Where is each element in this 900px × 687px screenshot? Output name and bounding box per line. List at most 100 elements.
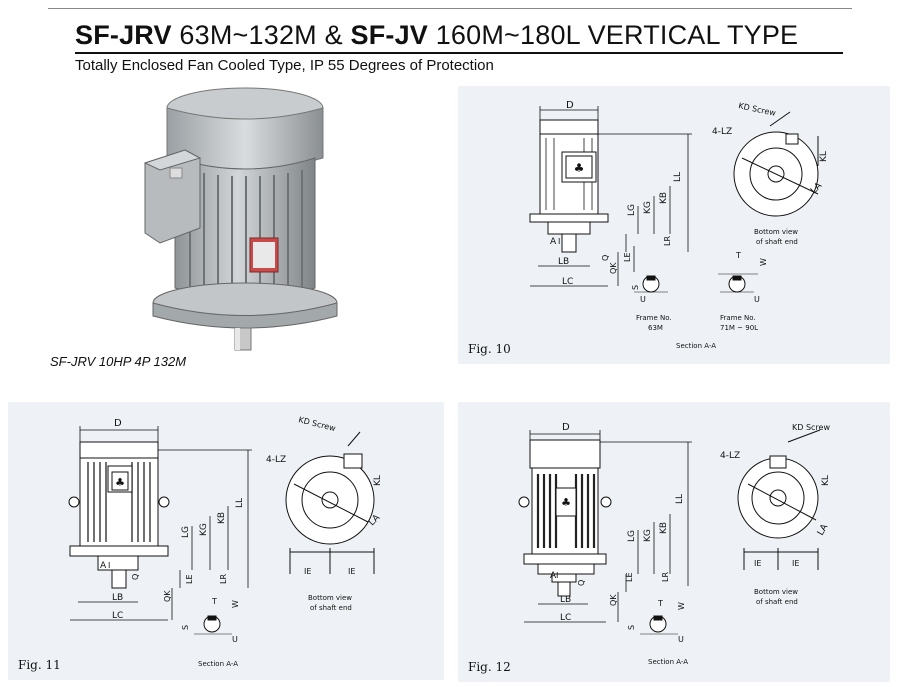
- title-range-1: 63M~132M &: [171, 20, 351, 50]
- fig11-dim-LL: LL: [235, 498, 245, 508]
- fig11-bottom-view: Bottom view: [308, 594, 352, 602]
- fig10-dim-Q: Q: [601, 255, 610, 261]
- fig11-dim-KD: KD Screw: [298, 415, 337, 433]
- fig11-panel: ♣ D LL KB KG LG LR A I Q LE LB LC: [8, 402, 444, 680]
- fig10-dim-U: U: [640, 295, 646, 304]
- fig10-frame-b2: 71M ~ 90L: [720, 324, 758, 332]
- page-subtitle: Totally Enclosed Fan Cooled Type, IP 55 …: [75, 57, 494, 74]
- fig12-dim-I: I: [556, 571, 558, 580]
- fig10-dim-W: W: [759, 258, 768, 266]
- fig12-shaft-end: of shaft end: [756, 598, 798, 606]
- fig11-dim-LC: LC: [112, 611, 123, 621]
- fig12-dim-A: A: [550, 571, 557, 581]
- fig12-dim-S: S: [627, 625, 636, 630]
- fig11-dim-I: I: [108, 561, 110, 570]
- fig10-frame-a2: 63M: [648, 324, 663, 332]
- fig10-shaft-end: of shaft end: [756, 238, 798, 246]
- fig11-shaft-end: of shaft end: [310, 604, 352, 612]
- fig12-dim-KL: KL: [821, 475, 831, 486]
- fig12-section: Section A-A: [648, 658, 688, 666]
- fig10-dim-A: A: [550, 237, 557, 247]
- fig11-dim-LB: LB: [112, 593, 123, 603]
- fig12-dim-KG: KG: [643, 529, 653, 542]
- fig10-dim-T: T: [735, 251, 741, 260]
- fig10-dim-LC: LC: [562, 277, 573, 287]
- fig12-dim-LR: LR: [661, 572, 670, 582]
- fig10-dim-S: S: [631, 285, 640, 290]
- fig12-dim-U: U: [678, 635, 684, 644]
- fig10-dim-QK: QK: [609, 262, 618, 274]
- fig12-dim-LA: LA: [816, 522, 831, 538]
- fig11-dim-LG: LG: [181, 526, 191, 538]
- fig11-dim-W: W: [231, 600, 240, 608]
- title-model-2: SF-JV: [350, 20, 429, 50]
- title-underline: [75, 52, 843, 54]
- fig10-bottom-view: Bottom view: [754, 228, 798, 236]
- fig10-frame-b: Frame No.: [720, 314, 756, 322]
- fig11-section: Section A-A: [198, 660, 238, 668]
- fig12-dim-IE-right: IE: [792, 559, 799, 568]
- fig11-dim-IE-left: IE: [304, 567, 311, 576]
- fig10-dim-D: D: [566, 100, 574, 111]
- fig10-dim-LR: LR: [663, 236, 672, 246]
- fig10-dim-LG: LG: [627, 204, 637, 216]
- fig10-dim-LE: LE: [623, 252, 632, 262]
- fig12-dim-LC: LC: [560, 613, 571, 623]
- fig11-dim-T: T: [211, 597, 217, 606]
- fig10-dim-KB: KB: [659, 192, 669, 204]
- fig11-dim-KG: KG: [199, 523, 209, 536]
- fig12-dim-KD: KD Screw: [792, 423, 830, 432]
- fig10-dim-I: I: [558, 237, 560, 246]
- fig12-dim-LL: LL: [675, 494, 685, 504]
- fig12-dim-KB: KB: [659, 522, 669, 534]
- fig11-dim-D: D: [114, 418, 122, 429]
- fig11-dim-IE-right: IE: [348, 567, 355, 576]
- fig10-dim-LB: LB: [558, 257, 569, 267]
- fig12-dim-IE-left: IE: [754, 559, 761, 568]
- fig10-dim-KG: KG: [643, 201, 653, 214]
- motor-photo: [130, 78, 360, 358]
- fig10-dim-LL: LL: [673, 172, 683, 182]
- title-range-2: 160M~180L VERTICAL TYPE: [428, 20, 799, 50]
- fig11-dim-U: U: [232, 635, 238, 644]
- fig12-dim-LB: LB: [560, 595, 571, 605]
- fig12-dim-LZ: 4-LZ: [720, 451, 740, 461]
- svg-text:♣: ♣: [561, 496, 571, 509]
- fig10-dim-KD: KD Screw: [738, 101, 777, 118]
- top-divider: [48, 8, 852, 9]
- fig11-dim-LE: LE: [185, 574, 194, 584]
- fig11-label: Fig. 11: [18, 658, 61, 672]
- fig11-dim-KL: KL: [373, 475, 383, 486]
- fig12-dim-LE: LE: [625, 572, 634, 582]
- fig12-bottom-view: Bottom view: [754, 588, 798, 596]
- fig11-dim-S: S: [181, 625, 190, 630]
- fig11-dim-QK: QK: [163, 590, 172, 602]
- svg-text:♣: ♣: [574, 161, 585, 175]
- fig12-panel: ♣ D LL KB KG LG LR A I Q LE LB: [458, 402, 890, 682]
- fig10-frame-a: Frame No.: [636, 314, 672, 322]
- fig12-dim-Q: Q: [577, 580, 586, 586]
- fig12-dim-QK: QK: [609, 594, 618, 606]
- fig11-dim-LA: LA: [367, 512, 383, 528]
- photo-caption: SF-JRV 10HP 4P 132M: [50, 354, 187, 369]
- fig10-dim-LZ: 4-LZ: [712, 127, 732, 137]
- fig10-dim-U2: U: [754, 295, 760, 304]
- fig12-dim-LG: LG: [627, 530, 637, 542]
- fig11-dim-LZ: 4-LZ: [266, 455, 286, 465]
- fig11-dim-A: A: [100, 561, 107, 571]
- fig12-label: Fig. 12: [468, 660, 511, 674]
- fig12-dim-T: T: [657, 599, 663, 608]
- fig11-dim-LR: LR: [219, 574, 228, 584]
- fig10-dim-LA: LA: [809, 180, 825, 196]
- fig11-dim-Q: Q: [131, 574, 140, 580]
- fig10-panel: ♣ D LL KB KG LG: [458, 86, 890, 364]
- fig10-label: Fig. 10: [468, 342, 511, 356]
- fig10-section: Section A-A: [676, 342, 716, 350]
- fig12-dim-D: D: [562, 422, 570, 433]
- fig12-dim-W: W: [677, 602, 686, 610]
- fig10-dim-KL: KL: [819, 151, 829, 162]
- svg-text:♣: ♣: [115, 476, 125, 489]
- fig11-dim-KB: KB: [217, 512, 227, 524]
- title-model-1: SF-JRV: [75, 20, 172, 50]
- page-title: SF-JRV 63M~132M & SF-JV 160M~180L VERTIC…: [75, 20, 798, 51]
